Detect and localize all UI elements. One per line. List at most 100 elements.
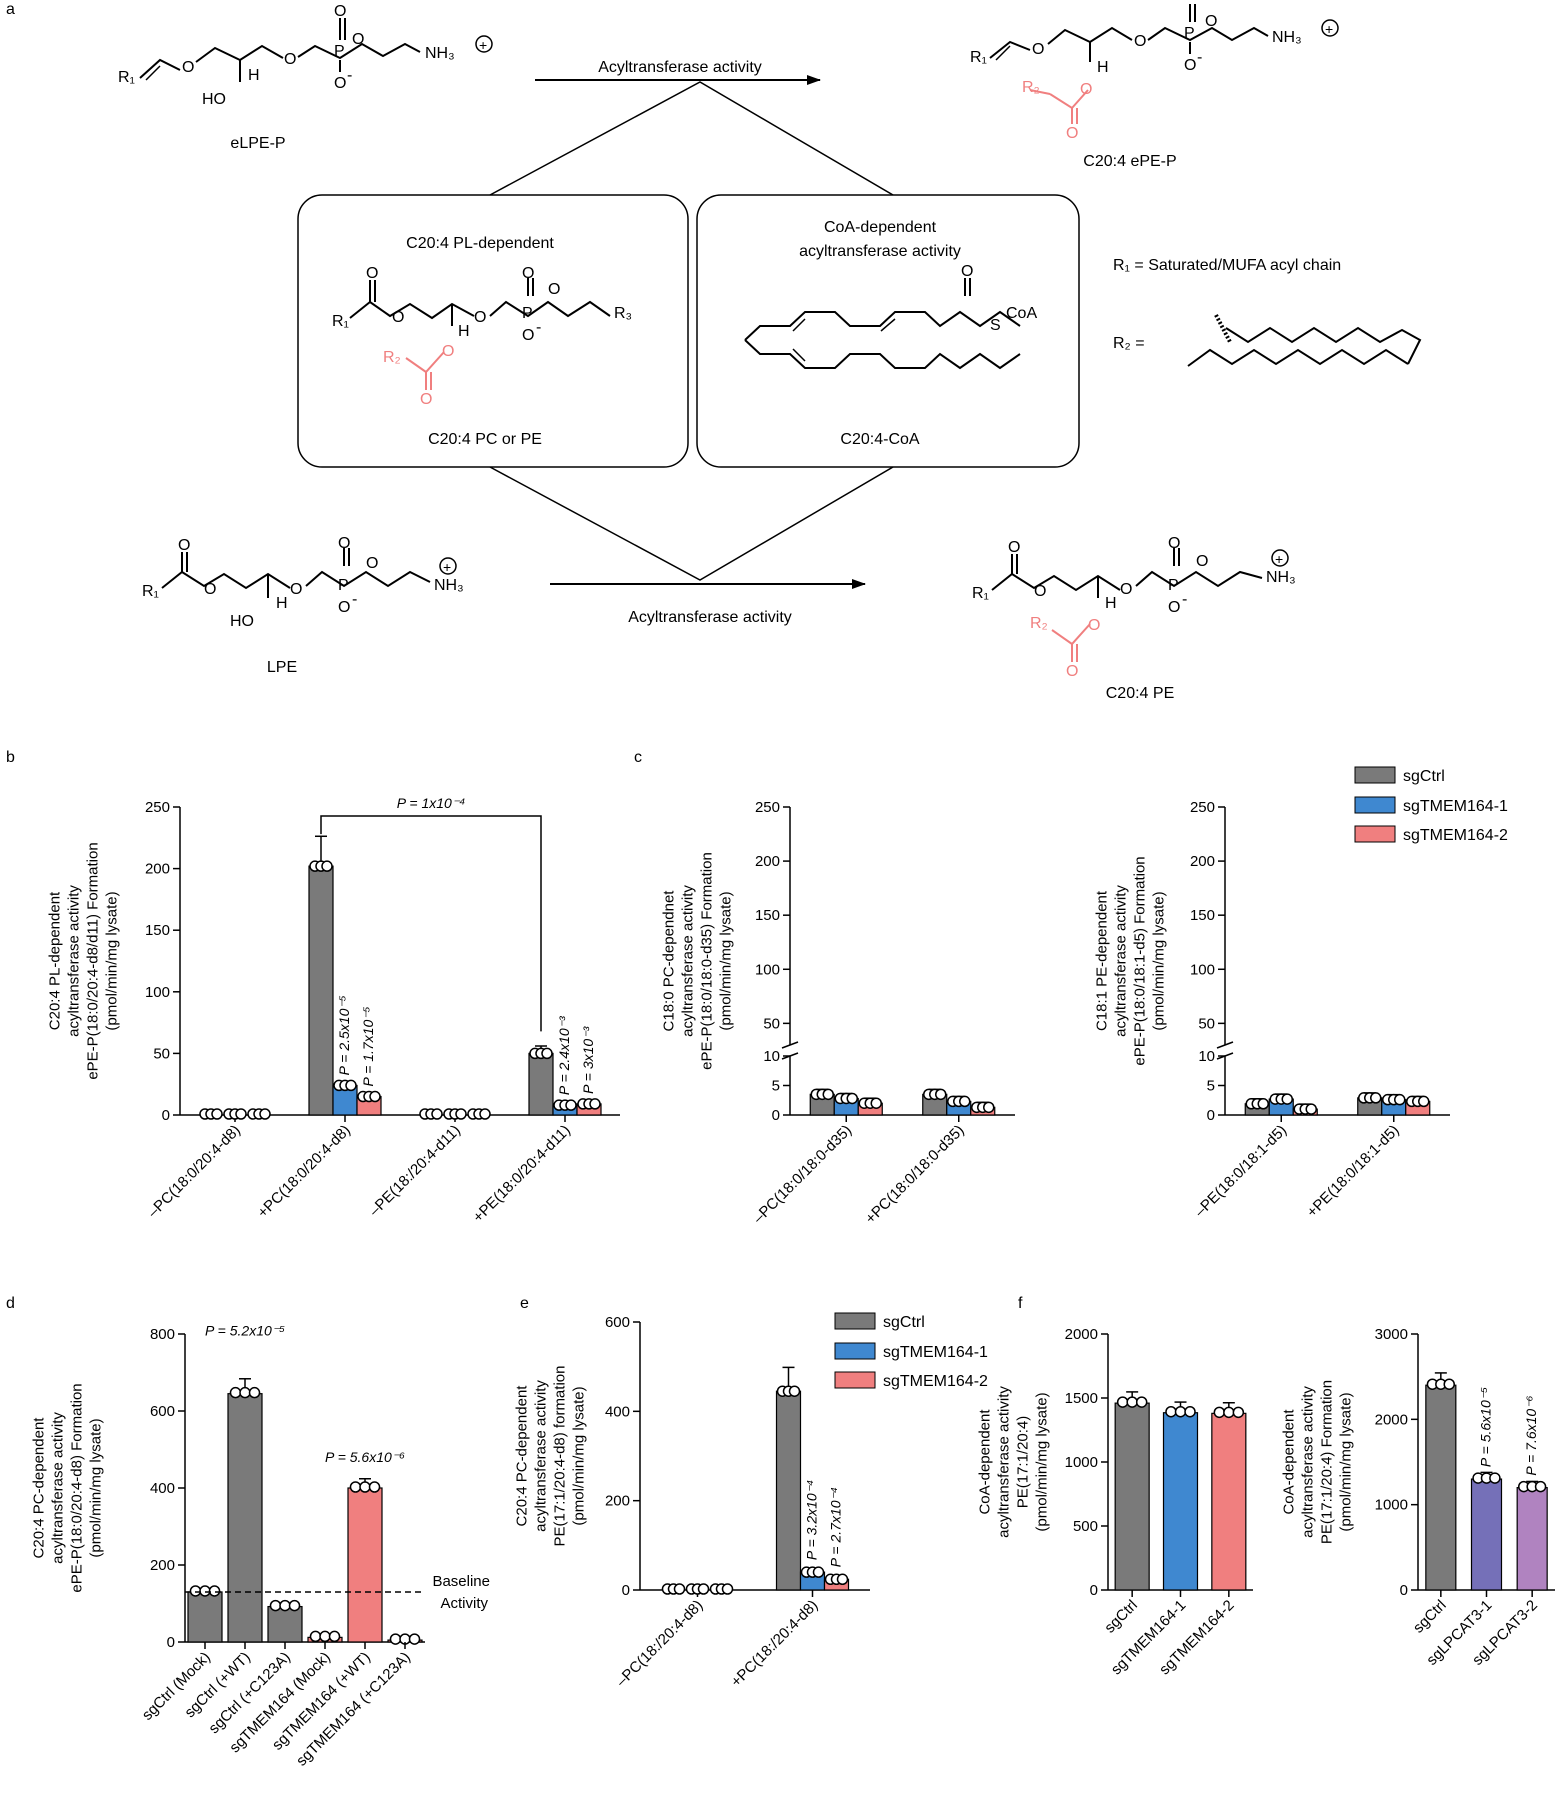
x-tick-label: +PE(18:0/20:4-d11) — [470, 1122, 574, 1226]
panel-a-scheme: a R₁ O H HO O P O O - O NH₃ + eLPE-P Acy… — [6, 0, 1422, 702]
r2-chain — [1187, 314, 1422, 367]
r2-definition: R₂ = — [1113, 335, 1145, 352]
y-axis-label: C20:4 PC-dependent — [514, 1385, 531, 1527]
y-tick-label: 5 — [772, 1078, 780, 1095]
atom-o: O — [392, 309, 404, 326]
data-point — [239, 1386, 251, 1399]
y-tick-label: 200 — [755, 853, 780, 870]
x-tick-label: sgCtrl (Mock) — [139, 1649, 214, 1724]
atom-nh3: NH₃ — [1272, 29, 1302, 46]
y-tick-label: 250 — [145, 799, 170, 816]
atom-o: O — [204, 581, 216, 598]
data-point — [1116, 1396, 1129, 1408]
atom-o: O — [1168, 599, 1180, 616]
y-axis-label: acyltransferase activity — [533, 1380, 550, 1532]
data-point — [321, 860, 333, 872]
atom-minus: - — [1182, 591, 1187, 608]
plus-charge-icon — [439, 557, 457, 575]
atom-o: O — [1205, 13, 1217, 30]
y-tick-label: 150 — [1190, 907, 1215, 924]
data-point — [269, 1599, 282, 1612]
data-point — [359, 1481, 371, 1493]
data-point — [1126, 1396, 1138, 1408]
y-axis-label: acyltransferase activity — [996, 1386, 1013, 1538]
box-pl-dependent — [297, 194, 689, 468]
atom-o: O — [1168, 535, 1180, 552]
data-point — [959, 1095, 971, 1108]
bottom-diamond-lines — [489, 466, 894, 581]
atom-o: O — [338, 535, 350, 552]
acyl-highlight-bottom — [1051, 623, 1091, 662]
atom-minus: - — [352, 591, 357, 608]
x-tick-label: sgCtrl — [1101, 1597, 1141, 1637]
box-left-title: C20:4 PL-dependent — [406, 235, 554, 252]
data-point — [541, 1047, 553, 1060]
legend-panel-e: sgCtrl sgTMEM164-1 sgTMEM164-2 — [834, 1312, 988, 1390]
mol-top-left-name: eLPE-P — [230, 135, 285, 152]
y-tick-label: 50 — [1198, 1015, 1215, 1032]
legend-label: sgTMEM164-2 — [1403, 827, 1508, 844]
x-tick-label: –PE(18:0/18:1-d5) — [1191, 1122, 1290, 1221]
data-point — [1534, 1480, 1547, 1493]
data-point — [408, 1633, 421, 1645]
atom-r1: R₁ — [970, 49, 987, 66]
y-tick-label: 3000 — [1375, 1326, 1408, 1343]
bracket-p-value: P = 1x10⁻⁴ — [397, 795, 466, 811]
atom-s: S — [990, 317, 1001, 334]
panel-a-letter: a — [6, 1, 15, 18]
atom-r3: R₃ — [614, 305, 632, 322]
plus-charge-icon — [475, 35, 493, 53]
data-point — [259, 1108, 271, 1120]
data-point — [721, 1583, 734, 1595]
bar — [1211, 1412, 1247, 1591]
panel-letter-f: f — [1018, 1295, 1023, 1312]
r1-definition: R₁ = Saturated/MUFA acyl chain — [1113, 257, 1341, 274]
panel-letter-c: c — [634, 749, 642, 766]
y-axis-label: acyltransferase activity — [680, 885, 697, 1037]
baseline-label: Baseline — [432, 1573, 490, 1590]
atom-o: O — [1184, 57, 1196, 74]
y-tick-label: 400 — [605, 1403, 630, 1420]
significance-bracket — [320, 815, 542, 1032]
box-left-caption: C20:4 PC or PE — [428, 431, 542, 448]
atom-nh3: NH₃ — [425, 45, 455, 62]
bottom-arrow-label: Acyltransferase activity — [628, 609, 792, 626]
plus-charge-icon — [1271, 549, 1289, 567]
y-tick-label: 5 — [1207, 1078, 1215, 1095]
y-tick-label: 600 — [150, 1403, 175, 1420]
data-point — [589, 1098, 601, 1110]
molecule-lpe — [161, 548, 431, 598]
x-tick-label: +PC(18:/20:4-d8) — [728, 1597, 822, 1691]
bar — [347, 1487, 383, 1643]
y-axis-label: (pmol/min/mg lysate) — [1338, 1392, 1355, 1531]
molecule-c204-pe — [991, 548, 1263, 598]
y-tick-label: 150 — [755, 907, 780, 924]
bar — [308, 865, 334, 1116]
axis-break-mark — [781, 1041, 799, 1049]
x-tick-label: +PC(18:0/18:0-d35) — [862, 1122, 967, 1227]
atom-h: H — [1105, 595, 1117, 612]
mol-bottom-right-name: C20:4 PE — [1106, 685, 1174, 702]
data-point — [279, 1599, 291, 1612]
y-axis-label: ePE-P(18:0/18:0-d35) Formation — [699, 852, 716, 1070]
y-tick-label: 50 — [763, 1015, 780, 1032]
bar — [187, 1591, 223, 1643]
data-point — [870, 1097, 882, 1109]
data-point — [1213, 1406, 1226, 1419]
data-point — [565, 1099, 577, 1111]
atom-o: O — [1196, 553, 1208, 570]
x-tick-label: –PE(18:/20:4-d11) — [366, 1122, 464, 1220]
y-axis-label: PE(17:1/20:4) — [1015, 1416, 1032, 1509]
data-point — [455, 1108, 467, 1120]
data-point — [1418, 1095, 1430, 1108]
y-tick-label: 1500 — [1065, 1390, 1098, 1407]
data-point — [368, 1481, 381, 1493]
box-right-title1: CoA-dependent — [824, 219, 937, 236]
y-tick-label: 0 — [162, 1107, 170, 1124]
data-point — [1257, 1098, 1269, 1110]
p-value-label: P = 5.2x10⁻⁵ — [205, 1323, 285, 1339]
